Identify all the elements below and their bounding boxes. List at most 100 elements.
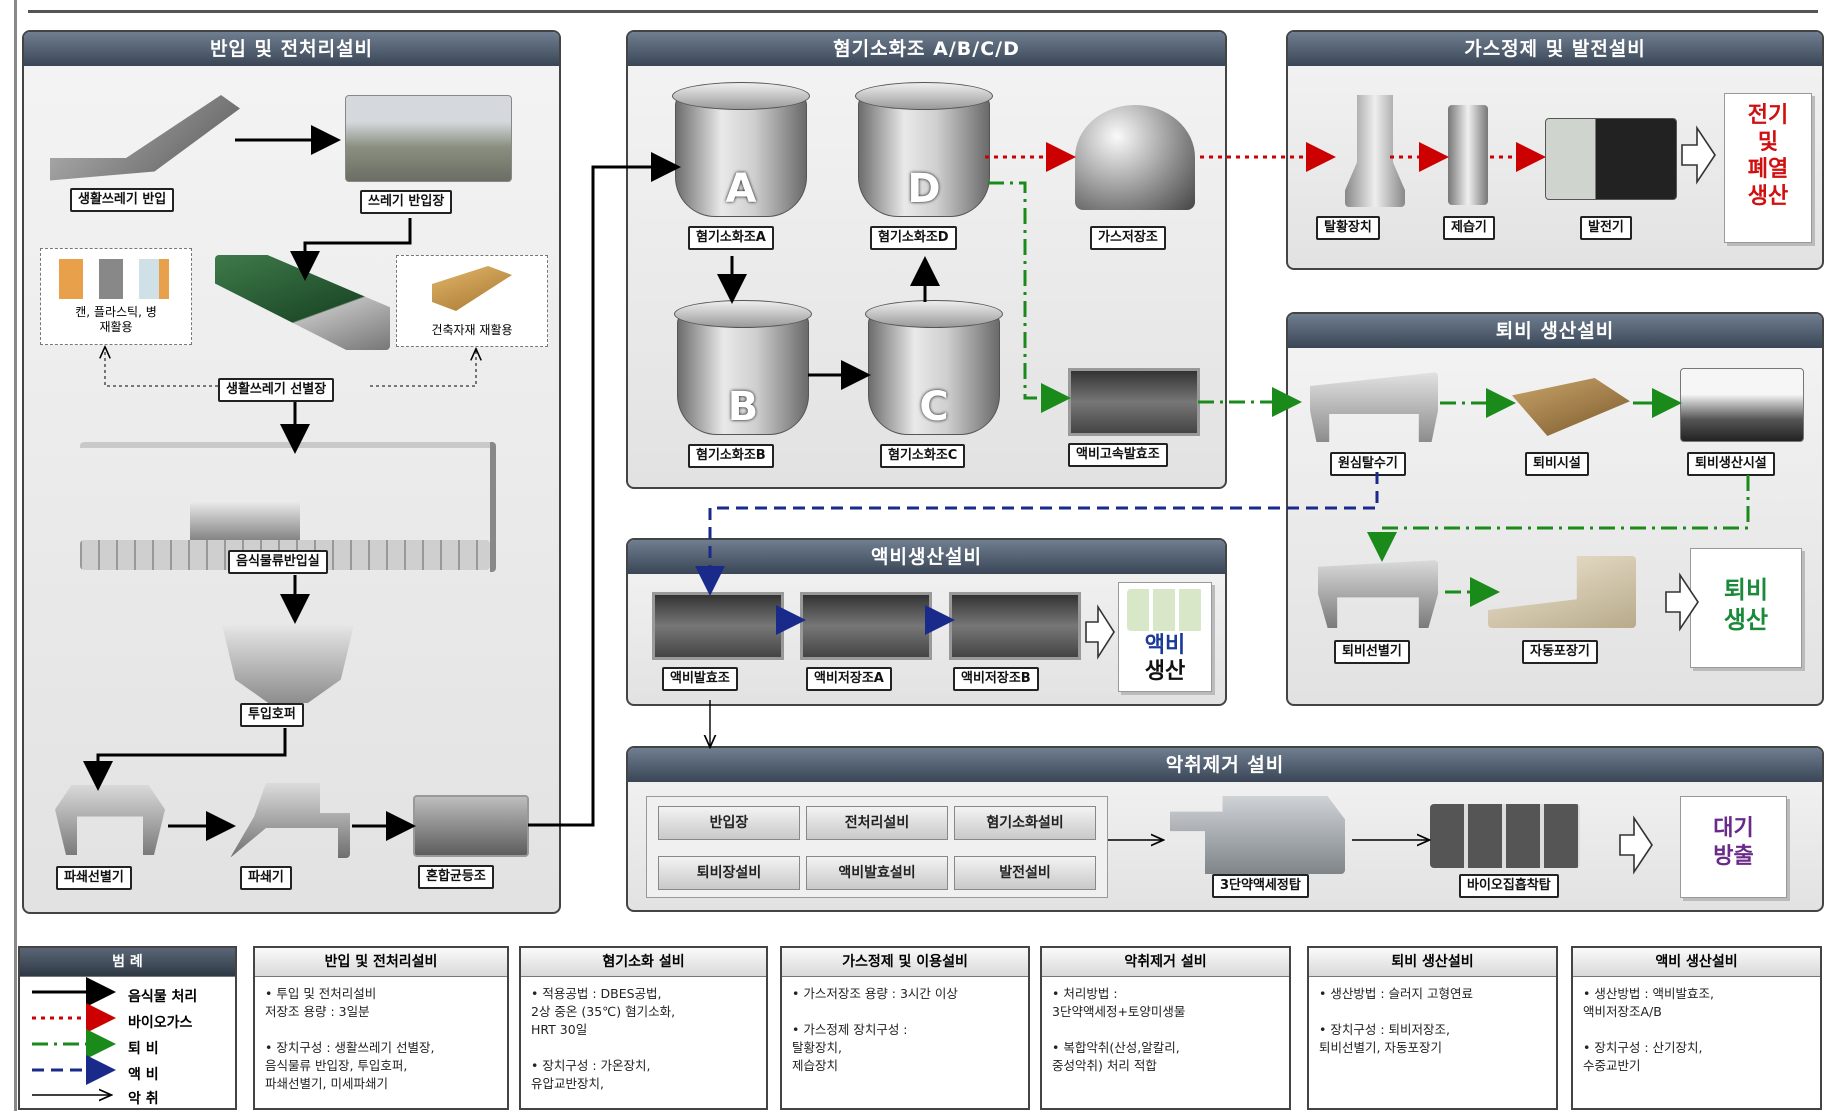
odor-panel-title: 악취제거 설비 bbox=[628, 748, 1822, 782]
note-liquid: 액비 생산설비 • 생산방법 : 액비발효조, 액비저장조A/B • 장치구성 … bbox=[1571, 946, 1822, 1110]
legend-item-odor: 악 취 bbox=[128, 1088, 159, 1108]
biofilter-image bbox=[1430, 804, 1580, 868]
odor-source-compost: 퇴비장설비 bbox=[658, 856, 800, 890]
tank-a-roof bbox=[672, 82, 810, 110]
legend-title: 범 례 bbox=[20, 948, 235, 977]
odor-output-box: 대기 방출 bbox=[1680, 796, 1787, 898]
dump-label: 쓰레기 반입장 bbox=[360, 190, 452, 214]
page-left-border bbox=[14, 0, 17, 1111]
biofilter-label: 바이오집흡착탑 bbox=[1459, 874, 1559, 898]
odor-source-preprocess: 전처리설비 bbox=[806, 806, 948, 840]
dehum-label: 제습기 bbox=[1443, 216, 1495, 240]
crusher-label: 파쇄기 bbox=[240, 866, 292, 890]
liquid-ferment-image bbox=[652, 592, 784, 660]
digester-tank-a: A bbox=[675, 95, 807, 217]
centrifuge-label: 원심탈수기 bbox=[1330, 452, 1406, 476]
generator-label: 발전기 bbox=[1580, 216, 1632, 240]
fast-ferment-label: 액비고속발효조 bbox=[1068, 443, 1168, 467]
odor-source-liquid: 액비발효설비 bbox=[806, 856, 948, 890]
mixer-label: 혼합균등조 bbox=[418, 865, 494, 889]
liquid-bottles-image bbox=[1127, 589, 1203, 631]
digester-tank-d: D bbox=[858, 95, 990, 217]
can-images bbox=[59, 259, 169, 299]
tank-c-label: 혐기소화조C bbox=[880, 444, 965, 468]
tank-a-label: 혐기소화조A bbox=[688, 226, 774, 250]
gas-storage-label: 가스저장조 bbox=[1090, 226, 1166, 250]
truck-label: 생활쓰레기 반입 bbox=[70, 188, 174, 212]
legend-item-biogas: 바이오가스 bbox=[128, 1012, 192, 1032]
note-compost-title: 퇴비 생산설비 bbox=[1309, 948, 1556, 977]
note-odor-body: • 처리방법 : 3단약액세정+토양미생물 • 복합악취(산성,알칼리, 중성악… bbox=[1042, 977, 1289, 1083]
legend-item-compost: 퇴 비 bbox=[128, 1038, 159, 1058]
compost-sorter-label: 퇴비선별기 bbox=[1334, 640, 1410, 664]
compost-production-image bbox=[1680, 368, 1804, 442]
liquid-store-a-label: 액비저장조A bbox=[806, 667, 892, 691]
note-intake: 반입 및 전처리설비 • 투입 및 전처리설비 저장조 용량 : 3일분 • 장… bbox=[253, 946, 509, 1110]
tank-c-letter: C bbox=[869, 384, 999, 430]
desulf-label: 탈황장치 bbox=[1316, 216, 1380, 240]
recycle-building-box: 건축자재 재활용 bbox=[396, 255, 548, 347]
recycle-building-text: 건축자재 재활용 bbox=[397, 321, 547, 338]
note-digest: 혐기소화 설비 • 적용공법 : DBES공법, 2상 중온 (35℃) 혐기소… bbox=[519, 946, 768, 1110]
legend-item-liquid: 액 비 bbox=[128, 1064, 159, 1084]
compost-output-text: 퇴비 생산 bbox=[1691, 575, 1801, 635]
compost-production-label: 퇴비생산시설 bbox=[1687, 452, 1775, 476]
sorter-label: 파쇄선별기 bbox=[56, 866, 132, 890]
food-room-label: 음식물류반입실 bbox=[228, 550, 328, 574]
note-intake-body: • 투입 및 전처리설비 저장조 용량 : 3일분 • 장치구성 : 생활쓰레기… bbox=[255, 977, 507, 1101]
gas-panel-title: 가스정제 및 발전설비 bbox=[1288, 32, 1822, 66]
note-digest-body: • 적용공법 : DBES공법, 2상 중온 (35℃) 혐기소화, HRT 3… bbox=[521, 977, 766, 1101]
generator-image bbox=[1545, 118, 1677, 200]
mixer-image bbox=[413, 795, 529, 857]
scrubber-label: 3단약액세정탑 bbox=[1212, 874, 1309, 898]
legend-box: 범 례 음식물 처리 바이오가스 퇴 비 액 비 악 취 bbox=[18, 946, 237, 1110]
note-gas-title: 가스정제 및 이용설비 bbox=[782, 948, 1028, 977]
tank-b-label: 혐기소화조B bbox=[688, 444, 774, 468]
note-gas-body: • 가스저장조 용량 : 3시간 이상 • 가스정제 장치구성 : 탈황장치, … bbox=[782, 977, 1028, 1083]
digest-panel-title: 혐기소화조 A/B/C/D bbox=[628, 32, 1225, 66]
landfill-image bbox=[345, 95, 512, 182]
liquid-panel-title: 액비생산설비 bbox=[628, 540, 1225, 574]
liquid-store-a-image bbox=[800, 592, 932, 660]
liquid-output-line2: 생산 bbox=[1119, 659, 1211, 685]
packer-label: 자동포장기 bbox=[1522, 640, 1598, 664]
liquid-output-box: 액비 생산 bbox=[1118, 582, 1212, 692]
tank-b-letter: B bbox=[678, 384, 808, 430]
note-liquid-title: 액비 생산설비 bbox=[1573, 948, 1820, 977]
liquid-store-b-image bbox=[949, 592, 1081, 660]
intake-panel-title: 반입 및 전처리설비 bbox=[24, 32, 559, 66]
odor-source-intake: 반입장 bbox=[658, 806, 800, 840]
digester-tank-b: B bbox=[677, 313, 809, 435]
gas-output-box: 전기 및 폐열 생산 bbox=[1724, 93, 1812, 243]
gas-output-text: 전기 및 폐열 생산 bbox=[1725, 102, 1811, 210]
tank-d-letter: D bbox=[859, 166, 989, 212]
tank-d-label: 혐기소화조D bbox=[870, 226, 957, 250]
note-odor: 악취제거 설비 • 처리방법 : 3단약액세정+토양미생물 • 복합악취(산성,… bbox=[1040, 946, 1291, 1110]
tank-d-roof bbox=[855, 82, 993, 110]
odor-source-power: 발전설비 bbox=[954, 856, 1096, 890]
compost-panel-title: 퇴비 생산설비 bbox=[1288, 314, 1822, 348]
fast-ferment-image bbox=[1068, 368, 1200, 436]
liquid-store-b-label: 액비저장조B bbox=[953, 667, 1039, 691]
recycle-can-box: 캔, 플라스틱, 병 재활용 bbox=[40, 248, 192, 345]
dehum-image bbox=[1448, 105, 1488, 205]
note-odor-title: 악취제거 설비 bbox=[1042, 948, 1289, 977]
tank-a-letter: A bbox=[676, 166, 806, 212]
note-compost: 퇴비 생산설비 • 생산방법 : 슬러지 고형연료 • 장치구성 : 퇴비저장조… bbox=[1307, 946, 1558, 1110]
tank-c-roof bbox=[865, 300, 1003, 328]
gas-storage-image bbox=[1075, 105, 1195, 210]
tank-b-roof bbox=[674, 300, 812, 328]
note-intake-title: 반입 및 전처리설비 bbox=[255, 948, 507, 977]
recycle-can-text: 캔, 플라스틱, 병 재활용 bbox=[41, 305, 191, 335]
note-compost-body: • 생산방법 : 슬러지 고형연료 • 장치구성 : 퇴비저장조, 퇴비선별기,… bbox=[1309, 977, 1556, 1065]
sorting-label: 생활쓰레기 선별장 bbox=[218, 378, 334, 402]
liquid-output-line1: 액비 bbox=[1119, 633, 1211, 659]
note-liquid-body: • 생산방법 : 액비발효조, 액비저장조A/B • 장치구성 : 산기장치, … bbox=[1573, 977, 1820, 1083]
odor-source-digest: 혐기소화설비 bbox=[954, 806, 1096, 840]
odor-output-text: 대기 방출 bbox=[1681, 815, 1786, 871]
compost-output-box: 퇴비 생산 bbox=[1690, 548, 1802, 668]
legend-item-food: 음식물 처리 bbox=[128, 986, 197, 1006]
liquid-ferment-label: 액비발효조 bbox=[662, 667, 738, 691]
note-gas: 가스정제 및 이용설비 • 가스저장조 용량 : 3시간 이상 • 가스정제 장… bbox=[780, 946, 1030, 1110]
compost-facility-label: 퇴비시설 bbox=[1525, 452, 1589, 476]
